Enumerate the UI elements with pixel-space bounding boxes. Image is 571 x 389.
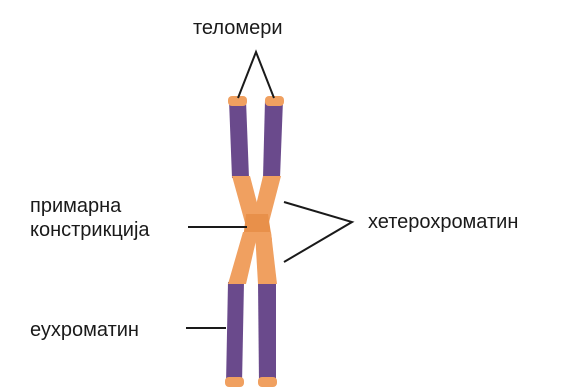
- primary-constriction-label-line1: примарна: [30, 194, 150, 218]
- telomere-right-bottom: [258, 377, 277, 387]
- left-chromatid-lower-euchromatin: [226, 282, 244, 384]
- heterochromatin-label: хетерохроматин: [368, 210, 518, 234]
- heterochromatin-right-lower: [255, 232, 277, 284]
- telomeres-label: теломери: [193, 16, 283, 40]
- telomere-left-bottom: [225, 377, 244, 387]
- heterochromatin-pointer: [284, 202, 352, 262]
- primary-constriction-label: примарна констрикција: [30, 194, 150, 242]
- primary-constriction-label-line2: констрикција: [30, 218, 150, 242]
- heterochromatin-left-lower: [228, 232, 258, 284]
- right-chromatid-lower-euchromatin: [258, 282, 276, 384]
- telomeres-pointer: [238, 52, 274, 98]
- left-chromatid-upper-euchromatin: [229, 100, 249, 178]
- euchromatin-label: еухроматин: [30, 318, 139, 342]
- right-chromatid-upper-euchromatin: [263, 100, 283, 178]
